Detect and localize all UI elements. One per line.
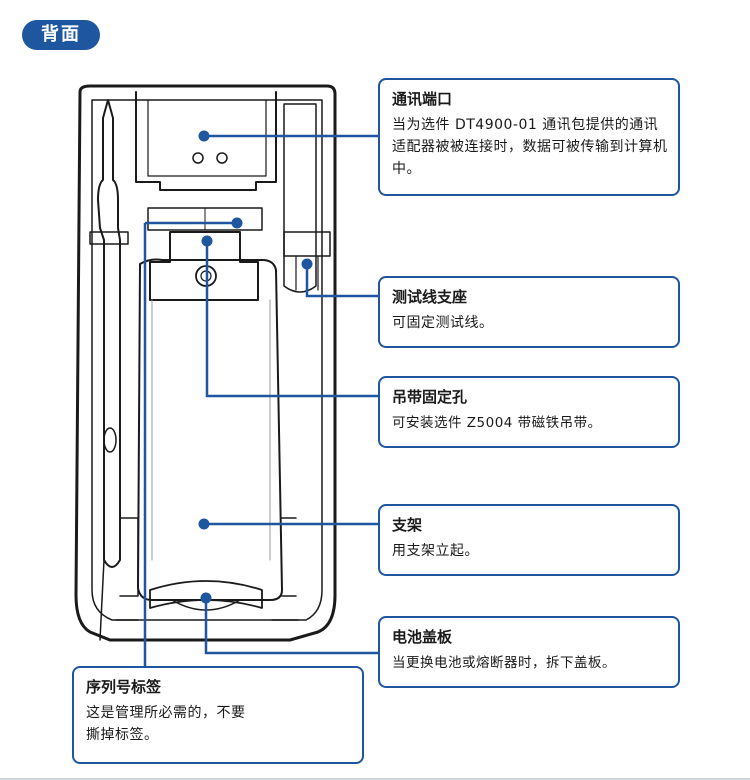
strap-bracket bbox=[149, 231, 259, 301]
callout-stand: 支架 用支架立起。 bbox=[378, 504, 680, 576]
callout-stand-desc: 用支架立起。 bbox=[392, 543, 479, 559]
comm-port-hole-left bbox=[192, 152, 204, 164]
leader-battery-cover bbox=[204, 598, 378, 655]
comm-port-housing bbox=[135, 91, 277, 191]
callout-battery-cover-title: 电池盖板 bbox=[392, 628, 453, 646]
marker-strap-hole bbox=[201, 235, 213, 247]
callout-strap-hole: 吊带固定孔 可安装选件 Z5004 带磁铁吊带。 bbox=[378, 376, 680, 448]
marker-comm-port bbox=[198, 130, 210, 142]
leader-lead-holder bbox=[305, 264, 378, 298]
callout-stand-title: 支架 bbox=[392, 516, 423, 534]
marker-stand bbox=[198, 518, 210, 530]
lead-holder-slot bbox=[283, 103, 317, 293]
marker-battery-cover bbox=[200, 592, 212, 604]
callout-comm-port-desc: 当为选件 DT4900-01 通讯包提供的通讯适配器被被连接时，数据可被传输到计… bbox=[392, 117, 668, 177]
comm-port-hole-right bbox=[216, 152, 228, 164]
marker-serial-label bbox=[231, 217, 243, 229]
callout-lead-holder-title: 测试线支座 bbox=[392, 288, 468, 306]
lead-holder-clip bbox=[283, 231, 331, 257]
bottom-rule bbox=[0, 778, 750, 780]
callout-battery-cover: 电池盖板 当更换电池或熔断器时，拆下盖板。 bbox=[378, 616, 680, 688]
meter-body-inner bbox=[91, 99, 323, 621]
callout-comm-port: 通讯端口 当为选件 DT4900-01 通讯包提供的通讯适配器被被连接时，数据可… bbox=[378, 78, 680, 196]
callout-lead-holder-desc: 可固定测试线。 bbox=[392, 315, 494, 331]
marker-lead-holder bbox=[301, 258, 313, 270]
callout-lead-holder: 测试线支座 可固定测试线。 bbox=[378, 276, 680, 348]
callout-battery-cover-desc: 当更换电池或熔断器时，拆下盖板。 bbox=[392, 655, 616, 671]
section-label: 背面 bbox=[22, 20, 100, 50]
leader-strap-hole bbox=[205, 241, 378, 398]
callout-strap-hole-title: 吊带固定孔 bbox=[392, 388, 468, 406]
callout-comm-port-title: 通讯端口 bbox=[392, 90, 453, 108]
leader-serial-label bbox=[143, 221, 237, 666]
callout-strap-hole-desc: 可安装选件 Z5004 带磁铁吊带。 bbox=[392, 415, 602, 431]
meter-body-outline bbox=[74, 84, 337, 642]
callout-serial-label: 序列号标签 这是管理所必需的，不要撕掉标签。 bbox=[72, 666, 364, 764]
callout-serial-label-desc: 这是管理所必需的，不要撕掉标签。 bbox=[86, 705, 246, 743]
test-probe bbox=[97, 99, 121, 568]
stand-outline bbox=[137, 258, 283, 601]
callout-serial-label-title: 序列号标签 bbox=[86, 678, 162, 696]
